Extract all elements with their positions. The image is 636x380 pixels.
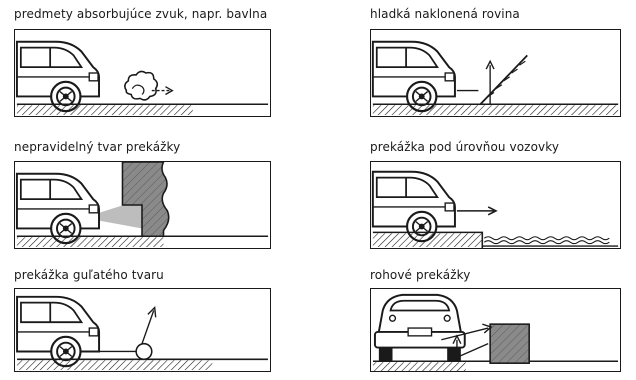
panel-round-shape — [14, 288, 271, 372]
car-rear-icon — [375, 295, 465, 361]
panel-corner-obstacles — [370, 288, 621, 372]
car-side-icon — [17, 297, 99, 366]
car-side-icon — [17, 174, 99, 243]
panel-sound-absorbing — [14, 29, 271, 117]
caption-corner-obstacles: rohové prekážky — [370, 268, 470, 282]
scene-inclined-plane — [371, 30, 620, 116]
scene-irregular-shape — [15, 162, 270, 248]
car-side-icon — [17, 42, 99, 111]
car-side-icon — [373, 172, 455, 241]
caption-inclined-plane: hladká naklonená rovina — [370, 7, 520, 21]
panel-irregular-shape — [14, 161, 271, 249]
panel-inclined-plane — [370, 29, 621, 117]
caption-sound-absorbing: predmety absorbujúce zvuk, napr. bavlna — [14, 7, 267, 21]
panel-below-road-level — [370, 161, 621, 249]
caption-round-shape: prekážka guľatého tvaru — [14, 268, 164, 282]
scene-below-road-level — [371, 162, 620, 248]
scene-sound-absorbing — [15, 30, 270, 116]
caption-below-road-level: prekážka pod úrovňou vozovky — [370, 140, 559, 154]
cotton-ball-icon — [125, 71, 157, 100]
car-side-icon — [373, 42, 455, 111]
scene-round-shape — [15, 289, 270, 371]
caption-irregular-shape: nepravidelný tvar prekážky — [14, 140, 180, 154]
scene-corner-obstacles — [371, 289, 620, 371]
